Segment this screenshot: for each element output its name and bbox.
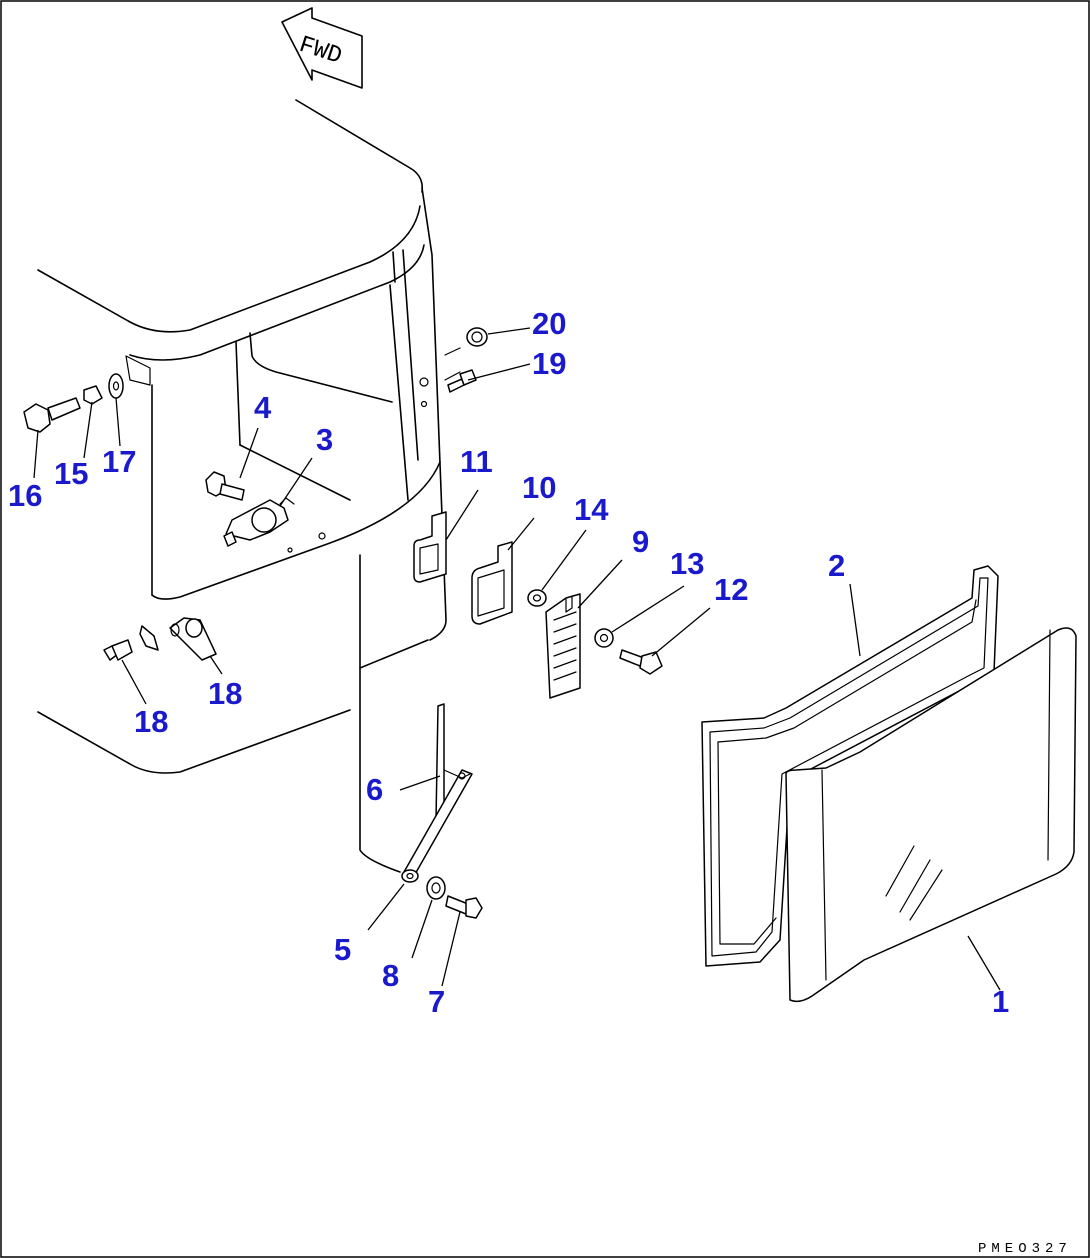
callout-14: 14 xyxy=(574,492,609,527)
callout-2: 2 xyxy=(828,548,845,583)
part-9-grille xyxy=(545,593,581,699)
callout-13: 13 xyxy=(670,546,704,581)
leader-lines xyxy=(33,327,1001,991)
callout-11: 11 xyxy=(460,444,493,479)
callout-6: 6 xyxy=(366,772,383,807)
callout-4: 4 xyxy=(254,390,272,425)
part-13-washer xyxy=(594,628,614,648)
part-4-bolt xyxy=(205,471,245,501)
cab-body xyxy=(37,99,461,873)
part-20-grommet xyxy=(466,327,488,347)
callout-1: 1 xyxy=(992,984,1009,1019)
part-16-bolt xyxy=(23,397,81,433)
callout-18-right: 18 xyxy=(208,676,242,711)
callout-9: 9 xyxy=(632,524,649,559)
part-8-washer xyxy=(426,876,446,900)
part-6-wiper-arm xyxy=(403,703,473,877)
drawing-code: PMEO327 xyxy=(978,1241,1072,1257)
part-7-bolt xyxy=(445,895,483,919)
part-19-bolt xyxy=(447,369,477,393)
part-15-nut xyxy=(83,385,103,405)
callout-3: 3 xyxy=(316,422,333,457)
callout-16: 16 xyxy=(8,478,42,513)
part-12-bolt xyxy=(619,649,663,675)
part-18-bracket-right xyxy=(169,617,217,661)
part-2-seal-frame xyxy=(701,565,999,967)
callout-12: 12 xyxy=(714,572,748,607)
callout-7: 7 xyxy=(428,984,445,1019)
part-1-glass xyxy=(785,627,1077,1003)
fwd-arrow: FWD xyxy=(281,7,363,89)
callout-19: 19 xyxy=(532,346,566,381)
callout-18-left: 18 xyxy=(134,704,168,739)
part-11-gasket xyxy=(413,511,447,583)
part-10-gasket xyxy=(471,541,513,625)
callout-17: 17 xyxy=(102,444,136,479)
callout-5: 5 xyxy=(334,932,351,967)
callout-20: 20 xyxy=(532,306,566,341)
part-5-nut xyxy=(401,869,419,883)
callout-15: 15 xyxy=(54,456,88,491)
part-14-washer xyxy=(527,589,547,607)
fwd-label: FWD xyxy=(296,32,345,71)
callout-8: 8 xyxy=(382,958,399,993)
part-17-washer xyxy=(108,373,124,399)
part-18-mount-left xyxy=(103,625,159,661)
callout-10: 10 xyxy=(522,470,556,505)
part-3-wiper-motor xyxy=(223,497,295,547)
